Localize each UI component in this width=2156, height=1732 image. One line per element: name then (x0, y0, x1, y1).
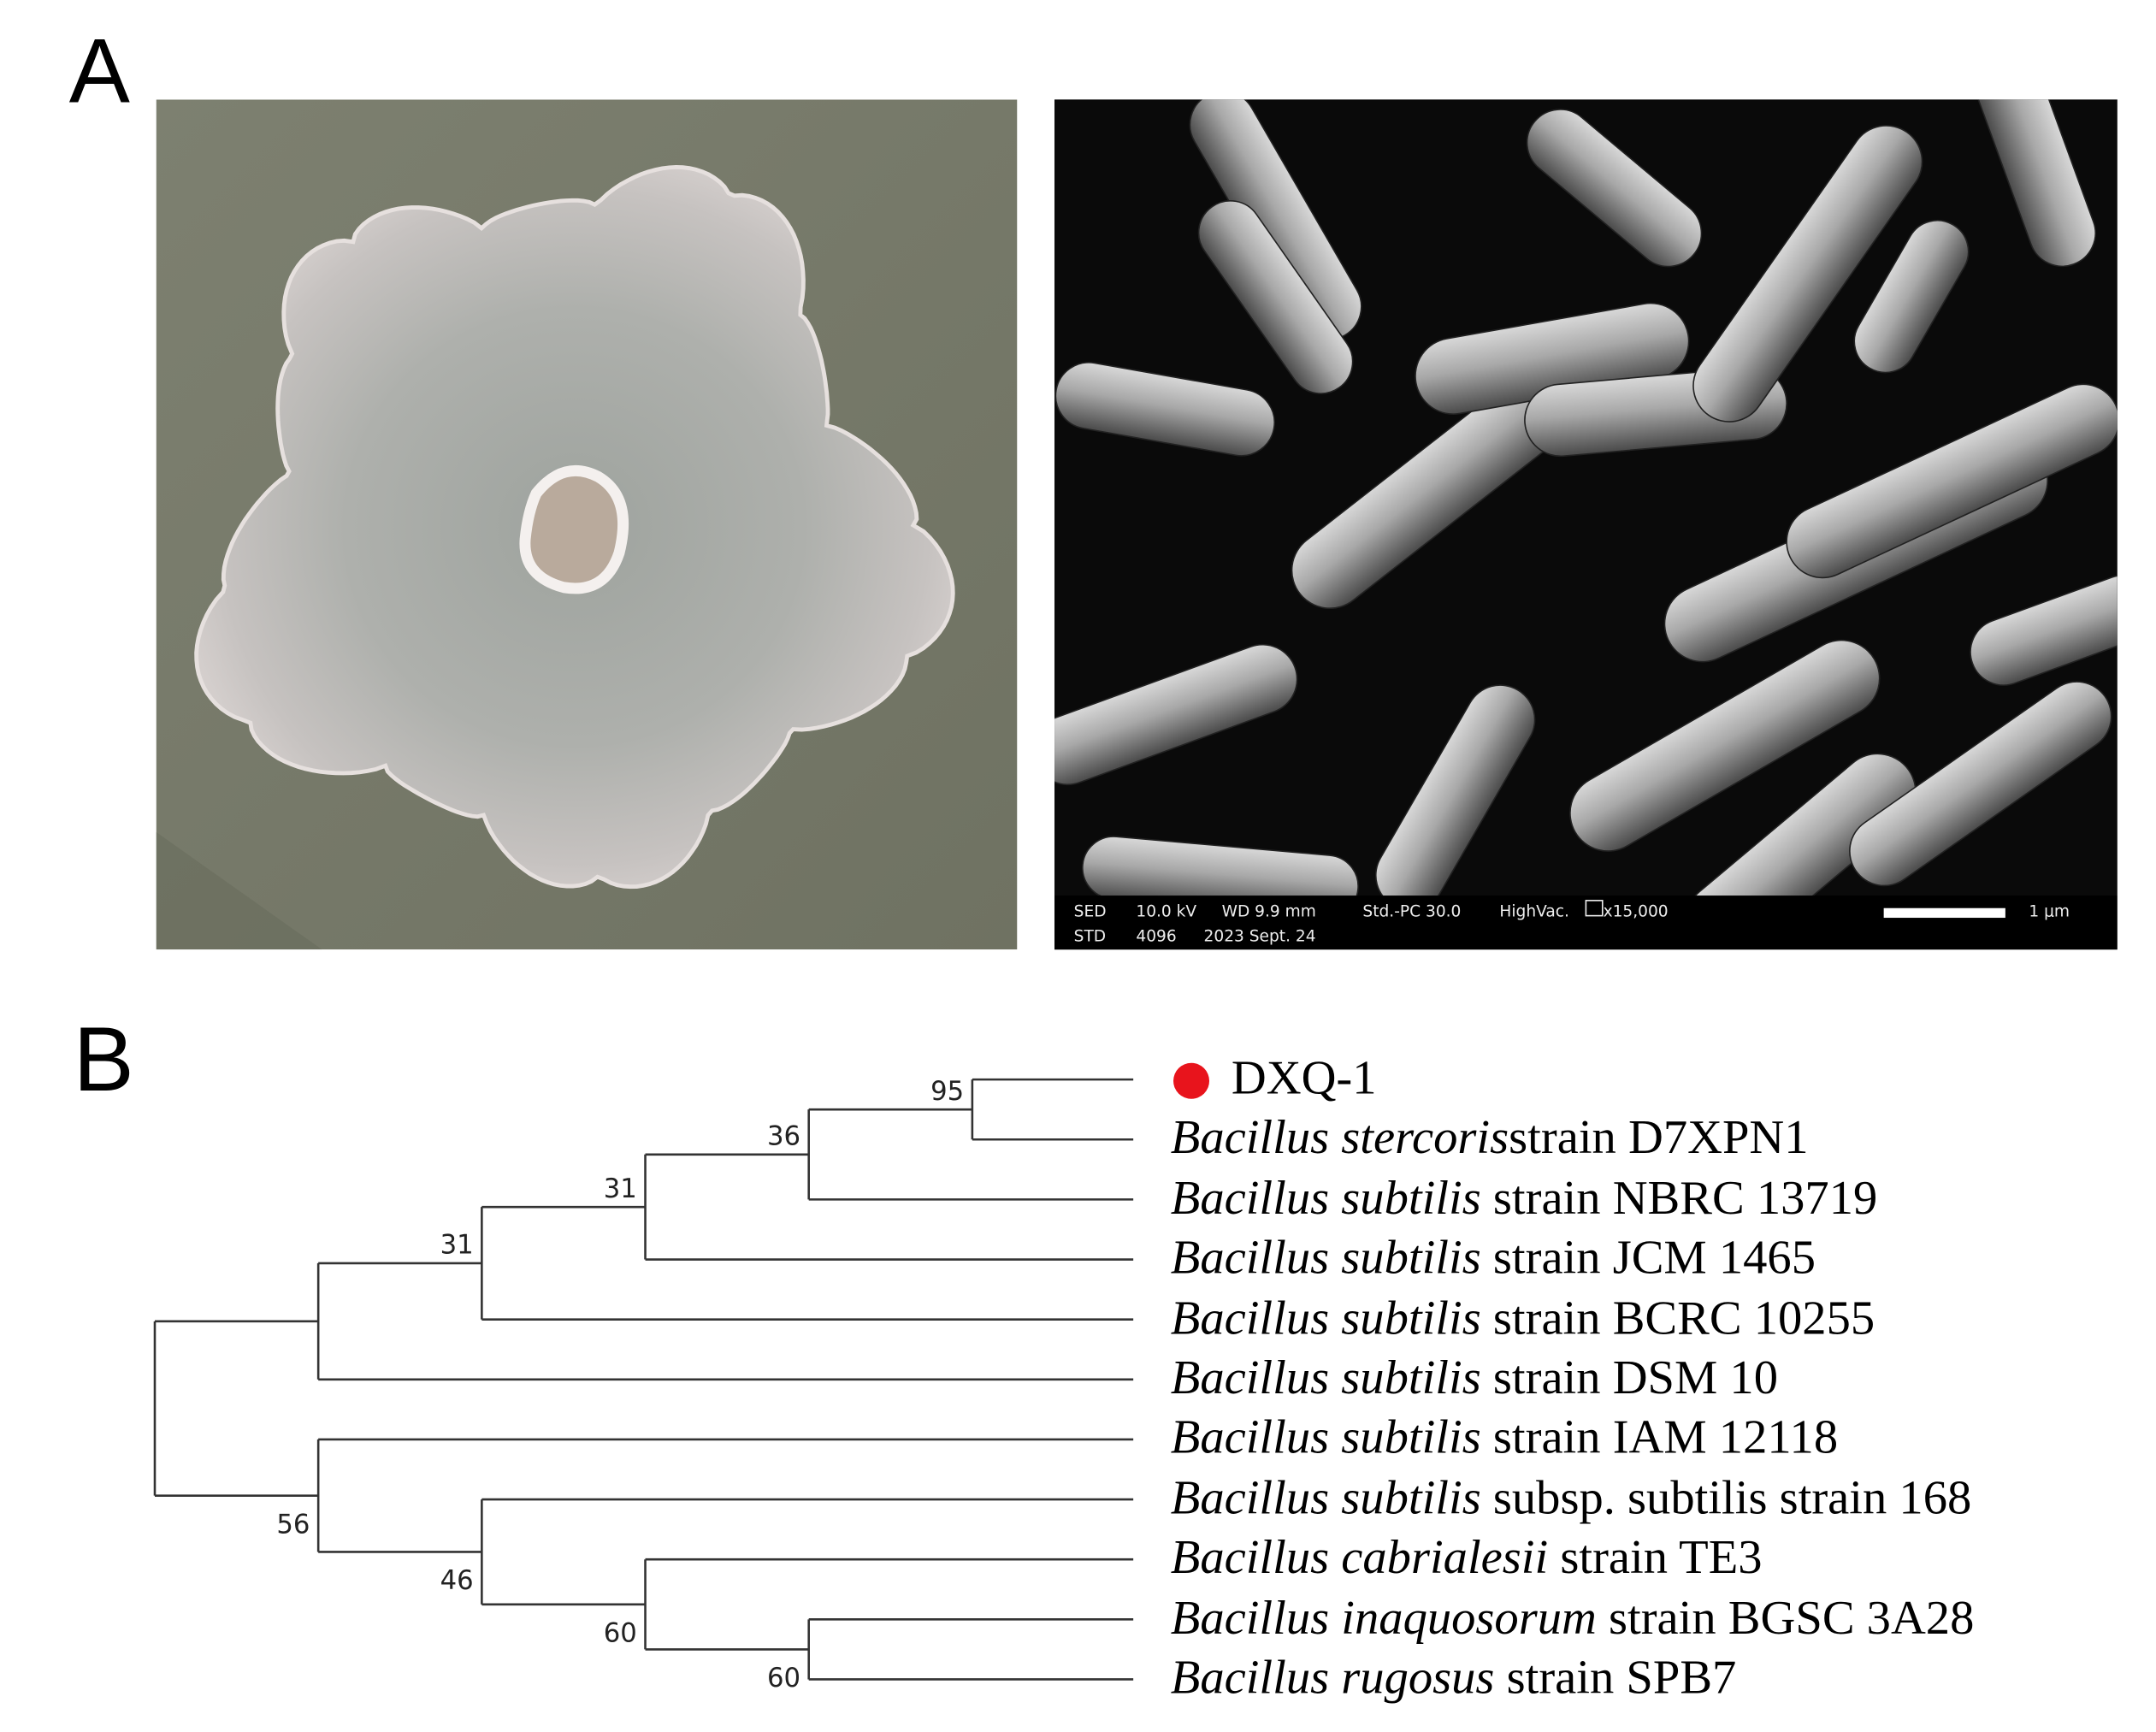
taxon-species: Bacillus stercoris (1170, 1110, 1509, 1165)
taxon-strain: strain TE3 (1548, 1530, 1763, 1585)
panel-label-b: B (73, 1008, 134, 1110)
red-dot-marker-icon (1173, 1062, 1210, 1099)
camera-icon (1585, 900, 1604, 917)
taxon-species: Bacillus subtilis (1170, 1350, 1481, 1404)
bootstrap-value: 60 (604, 1618, 637, 1648)
taxon-strain: strain JCM 1465 (1480, 1230, 1816, 1285)
bacterium-rod (1970, 574, 2118, 686)
taxon-label: Bacillus subtilis strain DSM 10 (1171, 1353, 1778, 1402)
taxon-label: Bacillus rugosus strain SPB7 (1171, 1653, 1737, 1702)
sem-mode: STD (1073, 925, 1107, 946)
taxon-species: Bacillus subtilis (1170, 1230, 1481, 1285)
sem-resolution: 4096 (1136, 925, 1177, 946)
taxon-label: Bacillus cabrialesii strain TE3 (1171, 1533, 1763, 1581)
taxon-label: Bacillus inaquosorum strain BGSC 3A28 (1171, 1593, 1975, 1642)
taxon-strain: strain D7XPN1 (1509, 1110, 1809, 1165)
sem-detector: SED (1073, 901, 1107, 921)
taxon-strain: strain NBRC 13719 (1480, 1170, 1878, 1225)
taxon-label: Bacillus subtilis strain IAM 12118 (1171, 1413, 1838, 1462)
bootstrap-value: 36 (767, 1121, 800, 1151)
bacterium-rod (1054, 643, 1298, 786)
scale-bar (1883, 907, 2005, 919)
taxon-label: Bacillus subtilis strain NBRC 13719 (1171, 1173, 1877, 1222)
bacterium-rod (1569, 639, 1881, 852)
bacterium-rod (1975, 99, 2096, 268)
sem-scale: 1 μm (2029, 901, 2070, 921)
taxon-strain: DXQ-1 (1231, 1050, 1377, 1105)
taxon-label: Bacillus subtilis strain JCM 1465 (1171, 1233, 1816, 1282)
taxon-species: Bacillus subtilis (1170, 1170, 1481, 1225)
sem-magnification: x15,000 (1603, 901, 1669, 921)
taxon-label: Bacillus stercorisstrain D7XPN1 (1171, 1114, 1809, 1162)
taxon-strain: subsp. subtilis strain 168 (1480, 1470, 1972, 1525)
colony-photo (156, 99, 1018, 950)
panel-label-a: A (68, 19, 130, 122)
colony-center (519, 464, 629, 594)
sem-date: 2023 Sept. 24 (1203, 925, 1316, 946)
taxon-species: Bacillus rugosus (1170, 1650, 1495, 1705)
taxon-label: Bacillus subtilis strain BCRC 10255 (1171, 1293, 1875, 1342)
sem-voltage: 10.0 kV (1136, 901, 1197, 921)
bootstrap-value: 31 (604, 1174, 637, 1204)
bootstrap-value: 95 (930, 1077, 964, 1107)
taxon-strain: strain BCRC 10255 (1480, 1290, 1875, 1345)
taxon-species: Bacillus subtilis (1170, 1290, 1481, 1345)
taxon-species: Bacillus subtilis (1170, 1410, 1481, 1465)
bacterium-rod (1692, 125, 1923, 423)
taxon-strain: strain BGSC 3A28 (1596, 1590, 1975, 1645)
sem-spot: Std.-PC 30.0 (1362, 901, 1462, 921)
bacterium-rod (1786, 383, 2118, 579)
taxon-strain: strain DSM 10 (1480, 1350, 1778, 1404)
sem-vacuum: HighVac. (1499, 901, 1569, 921)
taxon-label: Bacillus subtilis subsp. subtilis strain… (1171, 1473, 1971, 1522)
taxon-species: Bacillus subtilis (1170, 1470, 1481, 1525)
bacterium-rod (1853, 219, 1970, 374)
bacterium-rod (1849, 681, 2112, 887)
sem-info-bar: SED 10.0 kV WD 9.9 mm Std.-PC 30.0 HighV… (1054, 896, 2118, 950)
bacterium-rod (1526, 109, 1703, 268)
bootstrap-value: 31 (440, 1231, 474, 1261)
taxon-strain: strain SPB7 (1494, 1650, 1737, 1705)
taxon-strain: strain IAM 12118 (1480, 1410, 1839, 1465)
sem-micrograph: SED 10.0 kV WD 9.9 mm Std.-PC 30.0 HighV… (1054, 99, 2118, 950)
taxon-species: Bacillus inaquosorum (1170, 1590, 1597, 1645)
taxon-label: DXQ-1 (1171, 1053, 1377, 1102)
bootstrap-value: 56 (276, 1510, 310, 1540)
bacterium-rod (1054, 362, 1276, 457)
taxon-species: Bacillus cabrialesii (1170, 1530, 1549, 1585)
bootstrap-value: 46 (440, 1566, 474, 1596)
bootstrap-value: 60 (767, 1664, 800, 1694)
bacterium-rod (1197, 200, 1354, 394)
sem-wd: WD 9.9 mm (1221, 901, 1316, 921)
